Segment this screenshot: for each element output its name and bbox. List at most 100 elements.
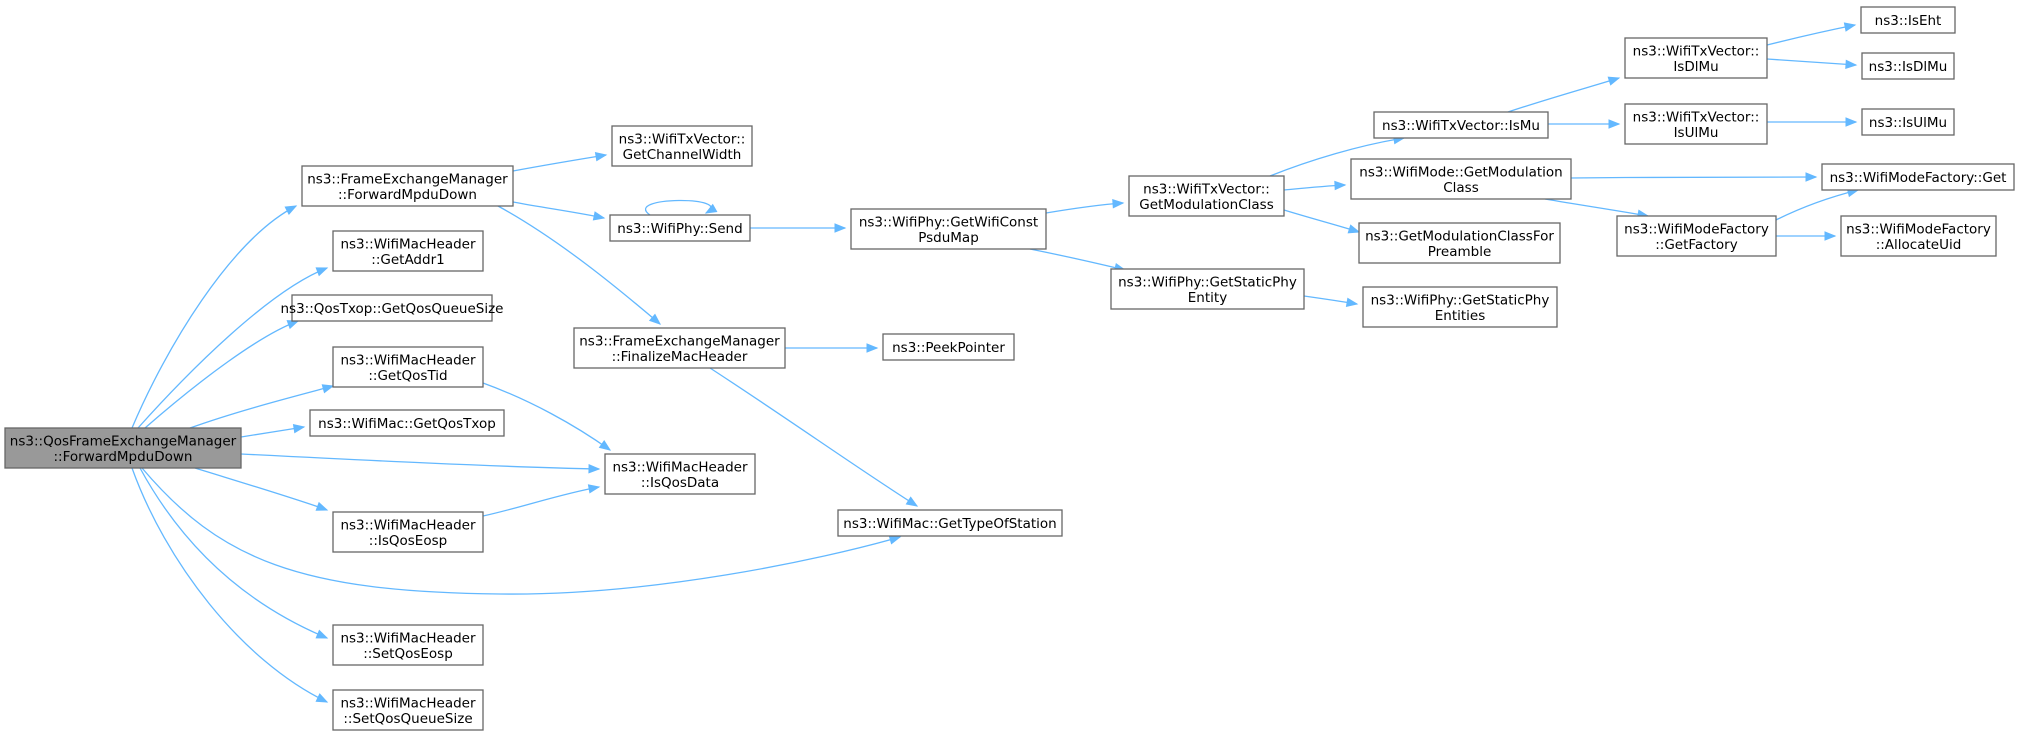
function-node[interactable]: ns3::WifiTxVector::IsMu xyxy=(1373,111,1549,139)
node-label-line: ns3::WifiModeFactory xyxy=(1846,221,1991,237)
function-node[interactable]: ns3::WifiPhy::Send xyxy=(609,214,751,242)
edge-line xyxy=(1570,176,1817,179)
function-node[interactable]: ns3::QosTxop::GetQosQueueSize xyxy=(281,294,504,322)
node-label-line: ns3::WifiTxVector:: xyxy=(1633,43,1760,59)
function-node[interactable]: ns3::WifiMac::GetTypeOfStation xyxy=(837,509,1063,537)
node-box xyxy=(332,689,484,731)
call-edges xyxy=(131,22,1860,703)
node-label-line: ::SetQosQueueSize xyxy=(343,711,472,727)
edge-root-to-getaddr1 xyxy=(137,267,329,429)
function-node[interactable]: ns3::WifiTxVector::IsDlMu xyxy=(1624,37,1768,79)
function-node[interactable]: ns3::WifiModeFactory::Get xyxy=(1821,163,2015,191)
edge-getmodclass-to-modeclass xyxy=(1283,180,1347,191)
node-label-line: ::ForwardMpduDown xyxy=(338,187,477,203)
node-box xyxy=(1861,52,1955,80)
edge-line xyxy=(194,467,328,511)
node-label-line: ns3::PeekPointer xyxy=(892,340,1005,356)
arrow-head-icon xyxy=(315,267,329,277)
arrow-head-icon xyxy=(888,535,902,545)
node-box xyxy=(611,125,753,167)
function-node[interactable]: ns3::IsDlMu xyxy=(1861,52,1955,80)
edge-line xyxy=(645,199,712,216)
node-label-line: GetModulationClass xyxy=(1139,197,1274,213)
function-node[interactable]: ns3::WifiMode::GetModulationClass xyxy=(1350,158,1572,200)
edge-getmodclass-to-modpre xyxy=(1283,209,1361,234)
node-box xyxy=(1840,215,1997,257)
node-label-line: ns3::IsUlMu xyxy=(1869,115,1947,131)
edge-staticent-to-staticents xyxy=(1303,295,1359,307)
node-box xyxy=(1358,222,1561,264)
node-label-line: ns3::WifiTxVector:: xyxy=(1143,181,1270,197)
function-node[interactable]: ns3::WifiTxVector::GetModulationClass xyxy=(1128,175,1285,217)
node-box xyxy=(332,230,484,272)
function-node[interactable]: ns3::WifiMac::GetQosTxop xyxy=(309,409,505,437)
function-node[interactable]: ns3::WifiTxVector::IsUlMu xyxy=(1624,103,1768,145)
edge-root-to-isqoseosp xyxy=(194,467,329,511)
node-box xyxy=(882,333,1015,361)
node-label-line: ::GetFactory xyxy=(1655,237,1737,253)
node-box xyxy=(1624,103,1768,145)
node-label-line: ns3::WifiMacHeader xyxy=(340,517,476,533)
function-node[interactable]: ns3::WifiMacHeader::IsQosData xyxy=(604,453,756,495)
node-box xyxy=(309,409,505,437)
edge-line xyxy=(137,267,328,429)
node-label-line: ns3::QosFrameExchangeManager xyxy=(10,433,237,449)
arrow-head-icon xyxy=(1805,172,1818,182)
node-box xyxy=(1362,286,1558,328)
arrow-head-icon xyxy=(588,464,601,474)
edge-root-to-fem_fwd xyxy=(131,205,298,429)
function-node[interactable]: ns3::WifiMacHeader::SetQosEosp xyxy=(332,624,484,666)
edge-line xyxy=(139,467,328,639)
function-node[interactable]: ns3::PeekPointer xyxy=(882,333,1015,361)
node-label-line: ns3::WifiMacHeader xyxy=(340,630,476,646)
function-nodes: ns3::QosFrameExchangeManager::ForwardMpd… xyxy=(4,6,2015,731)
node-label-line: ns3::WifiMacHeader xyxy=(340,695,476,711)
edge-psdumap-to-getmodclass xyxy=(1045,199,1125,214)
function-node[interactable]: ns3::WifiModeFactory::GetFactory xyxy=(1616,215,1777,257)
node-label-line: ns3::WifiModeFactory::Get xyxy=(1830,170,2007,186)
edge-line xyxy=(1766,24,1856,46)
node-box xyxy=(609,214,751,242)
edge-line xyxy=(141,467,901,595)
node-label-line: PsduMap xyxy=(918,230,979,246)
function-node[interactable]: ns3::WifiMacHeader::GetQosTid xyxy=(332,346,484,388)
node-box xyxy=(332,346,484,388)
node-box xyxy=(1821,163,2015,191)
node-label-line: Preamble xyxy=(1428,244,1492,260)
node-box xyxy=(1128,175,1285,217)
node-label-line: Entity xyxy=(1188,290,1227,306)
edge-root-to-getqosqs xyxy=(144,320,300,429)
function-node[interactable]: ns3::FrameExchangeManager::ForwardMpduDo… xyxy=(301,165,514,207)
function-node[interactable]: ns3::IsEht xyxy=(1860,6,1956,34)
node-label-line: ns3::WifiMacHeader xyxy=(612,459,748,475)
function-node[interactable]: ns3::WifiMacHeader::GetAddr1 xyxy=(332,230,484,272)
node-label-line: ::GetAddr1 xyxy=(371,252,444,268)
function-node[interactable]: ns3::FrameExchangeManager::FinalizeMacHe… xyxy=(573,327,786,369)
node-label-line: ::SetQosEosp xyxy=(363,646,453,662)
edge-line xyxy=(1283,209,1360,233)
node-label-line: ns3::WifiMac::GetQosTxop xyxy=(318,416,496,432)
arrow-head-icon xyxy=(286,320,300,330)
arrow-head-icon xyxy=(587,484,601,494)
node-label-line: ns3::IsDlMu xyxy=(1869,59,1948,75)
function-node[interactable]: ns3::WifiMacHeader::SetQosQueueSize xyxy=(332,689,484,731)
edge-send-to-send xyxy=(645,199,718,216)
function-node[interactable]: ns3::WifiModeFactory::AllocateUid xyxy=(1840,215,1997,257)
arrow-head-icon xyxy=(1845,117,1858,127)
edge-root-to-getqostid xyxy=(189,384,335,429)
node-box xyxy=(604,453,756,495)
function-node[interactable]: ns3::WifiTxVector::GetChannelWidth xyxy=(611,125,753,167)
edge-getfactory-to-mfget xyxy=(1775,187,1860,221)
function-node[interactable]: ns3::WifiMacHeader::IsQosEosp xyxy=(332,511,484,553)
edge-getfactory-to-allocuid xyxy=(1776,231,1837,241)
edge-line xyxy=(482,486,600,517)
function-node[interactable]: ns3::IsUlMu xyxy=(1861,108,1955,136)
node-box xyxy=(1861,108,1955,136)
node-box xyxy=(850,208,1047,250)
edge-line xyxy=(131,205,297,429)
